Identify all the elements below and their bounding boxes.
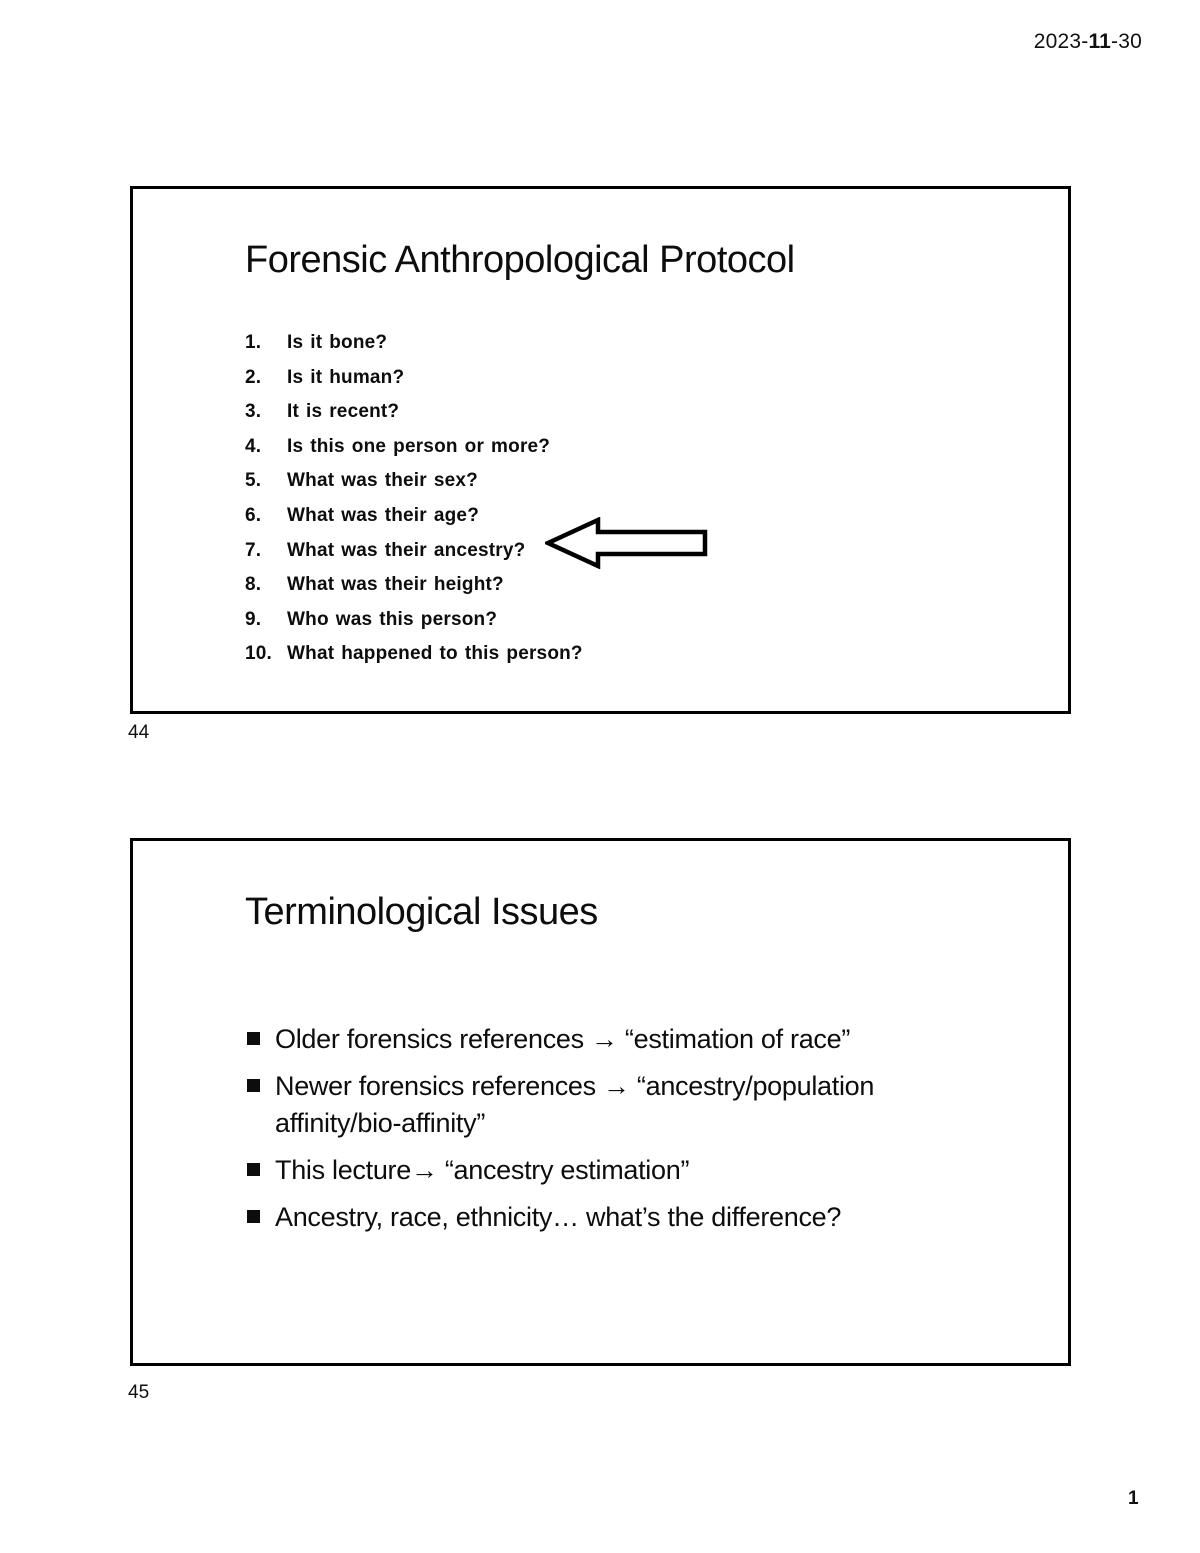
page-number: 1 <box>1128 1488 1139 1509</box>
date-header: 2023-11-30 <box>1034 30 1142 54</box>
protocol-list-item: 4. Is this one person or more? <box>245 430 965 465</box>
square-bullet-icon <box>247 1152 275 1189</box>
left-block-arrow-icon <box>545 517 708 569</box>
protocol-list-item: 2. Is it human? <box>245 361 965 396</box>
list-item-text: What happened to this person? <box>287 643 583 665</box>
list-item-text: Who was this person? <box>287 608 498 630</box>
square-bullet-icon <box>247 1068 275 1142</box>
date-suffix: -30 <box>1111 30 1142 53</box>
list-item-number: 9. <box>245 608 262 630</box>
protocol-list-item: 1. Is it bone? <box>245 326 965 361</box>
protocol-list-item: 7. What was their ancestry? <box>245 534 965 569</box>
slide-45-title: Terminological Issues <box>245 891 598 933</box>
list-item-number: 6. <box>245 504 262 526</box>
bullet-item-text: Older forensics references → “estimation… <box>275 1024 851 1054</box>
bullet-list-item: Ancestry, race, ethnicity… what’s the di… <box>247 1199 1007 1236</box>
protocol-list-item: 3. It is recent? <box>245 395 965 430</box>
list-item-number: 5. <box>245 470 262 492</box>
list-item-number: 8. <box>245 574 262 596</box>
protocol-list: 1. Is it bone? 2. Is it human? 3. It is … <box>245 326 965 672</box>
list-item-text: What was their ancestry? <box>287 539 526 561</box>
slide-44-number: 44 <box>128 722 150 743</box>
date-month: 11 <box>1088 30 1112 53</box>
protocol-list-item: 9. Who was this person? <box>245 603 965 638</box>
list-item-text: What was their age? <box>287 504 480 526</box>
slide-44-title: Forensic Anthropological Protocol <box>245 239 795 281</box>
bullet-list-item: Newer forensics references → “ancestry/p… <box>247 1068 1007 1142</box>
bullet-item-text: Ancestry, race, ethnicity… what’s the di… <box>275 1202 842 1232</box>
protocol-list-item: 5. What was their sex? <box>245 464 965 499</box>
bullet-item-text: This lecture→ “ancestry estimation” <box>275 1155 690 1185</box>
list-item-text: Is it human? <box>287 366 405 388</box>
list-item-number: 4. <box>245 435 262 457</box>
list-item-text: It is recent? <box>287 401 400 423</box>
list-item-number: 10. <box>245 643 273 665</box>
list-item-number: 7. <box>245 539 262 561</box>
slide-45-number: 45 <box>128 1382 150 1403</box>
square-bullet-icon <box>247 1021 275 1058</box>
list-item-number: 1. <box>245 332 262 353</box>
list-item-number: 2. <box>245 366 262 388</box>
date-prefix: 2023- <box>1033 30 1089 53</box>
list-item-number: 3. <box>245 401 262 423</box>
list-item-text: What was their sex? <box>287 470 478 492</box>
list-item-text: Is it bone? <box>287 332 388 353</box>
slide-44: Forensic Anthropological Protocol 1. Is … <box>130 186 1071 714</box>
list-item-text: Is this one person or more? <box>287 435 551 457</box>
protocol-list-item: 10. What happened to this person? <box>245 637 965 672</box>
bullet-list: Older forensics references → “estimation… <box>247 1021 1007 1246</box>
protocol-list-item: 8. What was their height? <box>245 568 965 603</box>
protocol-list-item: 6. What was their age? <box>245 499 965 534</box>
bullet-list-item: This lecture→ “ancestry estimation” <box>247 1152 1007 1189</box>
bullet-item-text: Newer forensics references → “ancestry/p… <box>275 1071 875 1138</box>
slide-45: Terminological Issues Older forensics re… <box>130 838 1071 1366</box>
bullet-list-item: Older forensics references → “estimation… <box>247 1021 1007 1058</box>
square-bullet-icon <box>247 1199 275 1236</box>
list-item-text: What was their height? <box>287 574 504 596</box>
